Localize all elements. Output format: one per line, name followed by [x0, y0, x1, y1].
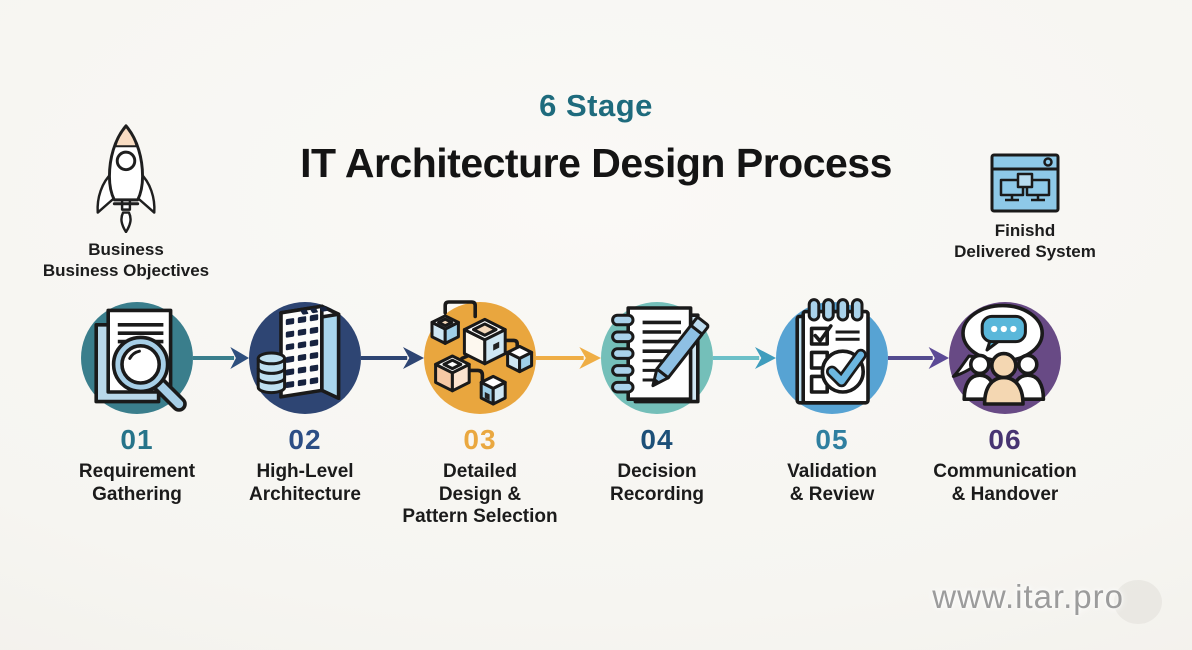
flow-arrow-4	[713, 347, 776, 369]
arrow-head	[755, 347, 776, 369]
stage-count-heading: 6 Stage	[539, 88, 653, 123]
stage-item-3: 03 Detailed Design & Pattern Selection	[395, 300, 565, 529]
stage-label: High-Level Architecture	[249, 461, 361, 505]
stage-number: 04	[640, 424, 674, 455]
building-database-icon	[256, 304, 341, 401]
arrow-head	[230, 347, 249, 369]
stage-number: 02	[288, 424, 322, 455]
end-node: Finishd Delivered System	[935, 152, 1115, 262]
page-title: IT Architecture Design Process	[300, 140, 892, 186]
stage-item-4: 04 Decision Recording	[572, 302, 742, 506]
arrow-head	[403, 347, 424, 369]
rocket-icon	[96, 124, 156, 233]
stage-circle	[776, 298, 888, 414]
stage-label: Validation & Review	[787, 461, 877, 505]
delivered-system-icon	[990, 153, 1060, 213]
stage-label: Detailed Design & Pattern Selection	[402, 461, 558, 527]
flow-arrow-5	[888, 347, 949, 369]
stage-number: 01	[120, 424, 154, 455]
document-search-icon	[94, 308, 187, 412]
notebook-pen-icon	[611, 306, 710, 404]
flow-arrow-2	[361, 347, 424, 369]
stage-item-1: 01 Requirement Gathering	[52, 302, 222, 506]
stage-item-6: 06 Communication & Handover	[920, 302, 1090, 506]
stage-item-5: 05 Validation & Review	[747, 298, 917, 506]
end-node-label: Finishd Delivered System	[954, 221, 1096, 261]
start-node: Business Business Objectives	[26, 118, 226, 281]
stage-circle	[424, 300, 536, 414]
stage-circle	[81, 302, 193, 414]
connected-blocks-icon	[430, 300, 534, 406]
stage-label: Requirement Gathering	[78, 461, 196, 505]
stage-number: 06	[988, 424, 1022, 455]
flow-arrow-3	[536, 347, 601, 369]
arrow-head	[928, 347, 949, 369]
stage-circle	[601, 302, 713, 414]
people-chat-icon	[951, 303, 1046, 406]
checklist-icon	[795, 298, 870, 405]
start-node-label: Business Business Objectives	[42, 240, 210, 280]
watermark: www.itar.pro	[932, 578, 1124, 615]
stage-circle	[249, 302, 361, 414]
flow-arrow-1	[193, 347, 249, 369]
arrow-head	[579, 347, 601, 369]
stage-circle	[949, 302, 1061, 414]
stage-label: Decision Recording	[610, 461, 704, 505]
stage-label: Communication & Handover	[933, 461, 1077, 505]
stage-item-2: 02 High-Level Architecture	[220, 302, 390, 506]
stage-number: 03	[463, 424, 497, 455]
faint-logo-badge	[1114, 580, 1162, 624]
stage-number: 05	[815, 424, 849, 455]
